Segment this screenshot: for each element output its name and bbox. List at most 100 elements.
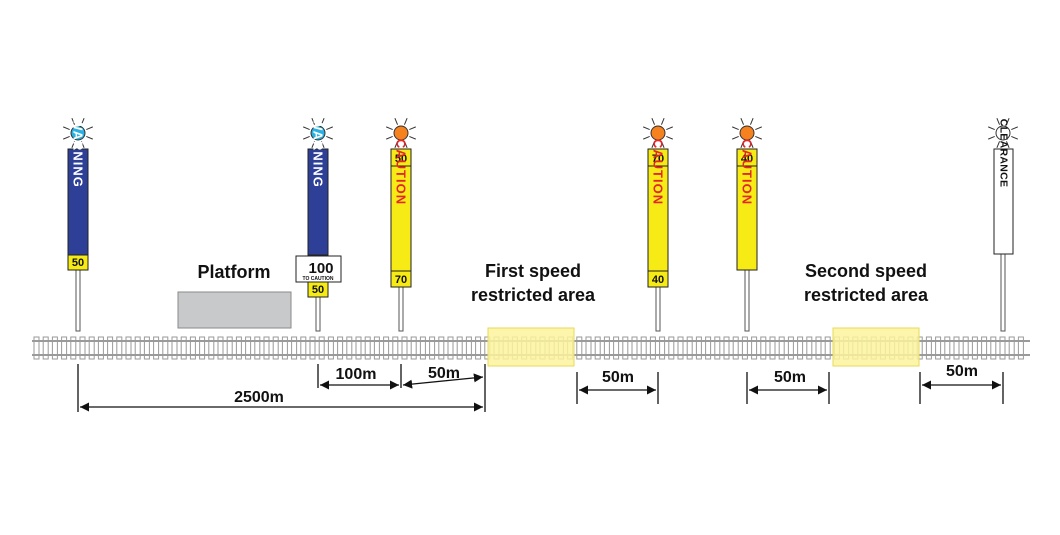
lamp-ray: [63, 126, 70, 131]
value-plate-1: [67, 254, 89, 271]
lamp-ray: [80, 118, 85, 125]
track-tie: [180, 336, 187, 360]
lamp-ray: [311, 141, 316, 148]
lamp-ray: [326, 135, 333, 140]
caution-1-bottom-value: 70: [395, 274, 407, 286]
lamp-ray: [1011, 135, 1018, 140]
track-tie: [208, 336, 215, 360]
track-tie: [383, 336, 390, 360]
second-area-label-line1: Second speed: [805, 261, 927, 281]
warning-text-2: WARNING: [311, 118, 326, 188]
platform-block: [177, 291, 292, 329]
track-tie: [97, 336, 104, 360]
track-tie: [705, 336, 712, 360]
lamp-ray: [643, 135, 650, 140]
lamp-ray: [651, 118, 656, 125]
lamp-ray: [71, 118, 76, 125]
lamp-ray: [394, 118, 399, 125]
track-tie: [935, 336, 942, 360]
track-tie: [1008, 336, 1015, 360]
track-tie: [429, 336, 436, 360]
first-area-label-line1: First speed: [485, 261, 581, 281]
track-tie: [281, 336, 288, 360]
lamp-ray: [409, 135, 416, 140]
lamp-ray: [988, 126, 995, 131]
lamp-ray: [320, 141, 325, 148]
lamp-blue-2: [303, 118, 333, 148]
caution-3-top-value: 40: [741, 153, 753, 165]
track-tie: [61, 336, 68, 360]
track-tie: [797, 336, 804, 360]
lamp-ray: [988, 135, 995, 140]
lamp-ray: [732, 135, 739, 140]
track-tie: [1017, 336, 1024, 360]
lamp-ray: [660, 141, 665, 148]
lamp-ray: [749, 118, 754, 125]
track-tie: [944, 336, 951, 360]
track-tie: [337, 336, 344, 360]
track-tie: [254, 336, 261, 360]
platform-label: Platform: [197, 262, 270, 282]
track-tie: [143, 336, 150, 360]
lamp-ray: [386, 135, 393, 140]
track-tie: [824, 336, 831, 360]
track-tie: [245, 336, 252, 360]
track-tie: [778, 336, 785, 360]
distance-2500m: 2500m: [234, 389, 284, 406]
distance-50m-c: 50m: [774, 369, 806, 386]
first-restricted-area: [487, 327, 575, 367]
lamp-ray: [666, 126, 673, 131]
clearance-board: [993, 148, 1014, 255]
lamp-ray: [740, 118, 745, 125]
track-tie: [373, 336, 380, 360]
distance-50m-b: 50m: [602, 369, 634, 386]
track-tie: [162, 336, 169, 360]
sign-warning-2: WARNING 100 TO CAUTION 50: [295, 118, 342, 298]
distance-plate-value: 100: [308, 260, 333, 277]
track-tie: [925, 336, 932, 360]
lamp-ray: [651, 141, 656, 148]
track-tie: [576, 336, 583, 360]
lamp-ray: [303, 126, 310, 131]
caution-2-top-value: 70: [652, 153, 664, 165]
track-tie: [815, 336, 822, 360]
track-tie: [300, 336, 307, 360]
track-tie: [686, 336, 693, 360]
lamp-ray: [1011, 126, 1018, 131]
track-tie: [631, 336, 638, 360]
caution-text-2: CAUTION: [651, 139, 666, 205]
track-tie: [364, 336, 371, 360]
caution-board-2: [647, 148, 669, 288]
distance-50m-d: 50m: [946, 363, 978, 380]
caution-2-bottom-value: 40: [652, 274, 664, 286]
track-tie: [465, 336, 472, 360]
sign-caution-2: 70 CAUTION 40: [647, 139, 669, 288]
track-tie: [263, 336, 270, 360]
warning-board-2: [307, 148, 329, 256]
track-tie: [272, 336, 279, 360]
track-tie: [70, 336, 77, 360]
sign-warning-1: WARNING 50: [67, 118, 89, 271]
distance-plate-caption: TO CAUTION: [302, 276, 333, 282]
track-tie: [125, 336, 132, 360]
lamp-blue-1: [63, 118, 93, 148]
distance-50m-a: 50m: [428, 365, 460, 382]
track-tie: [456, 336, 463, 360]
warning-2-bottom-value: 50: [312, 284, 324, 296]
sign-clearance-1: CLEARANCE: [993, 119, 1014, 255]
track-tie: [346, 336, 353, 360]
track-tie: [107, 336, 114, 360]
lamp-ray: [1005, 141, 1010, 148]
lamp-ray: [63, 135, 70, 140]
post-warning-1: [75, 269, 81, 332]
track-tie: [787, 336, 794, 360]
lamp-ray: [755, 126, 762, 131]
track-tie: [153, 336, 160, 360]
post-caution-2: [655, 286, 661, 332]
lamp-ray: [394, 141, 399, 148]
dimension-lines: [77, 364, 1004, 412]
lamp-ray: [86, 135, 93, 140]
track-tie: [217, 336, 224, 360]
